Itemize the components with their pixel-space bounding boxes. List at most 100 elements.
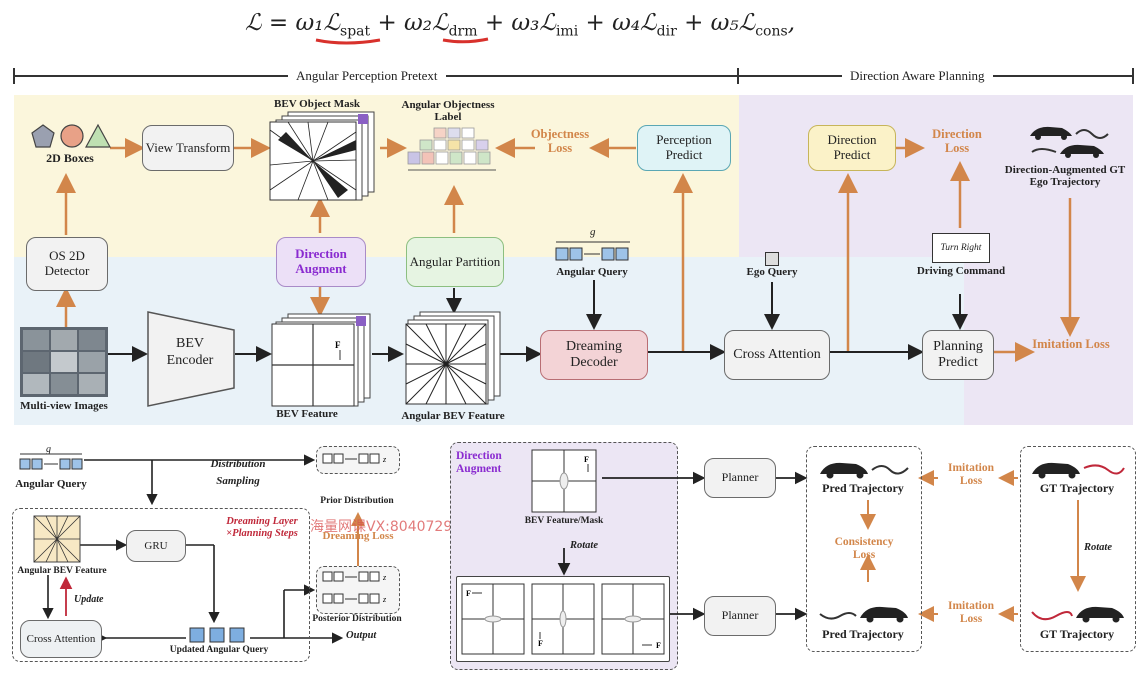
- br-rotate-label: Rotate: [570, 540, 598, 551]
- gt-trajectory-label-top: GT Trajectory: [1039, 481, 1115, 495]
- angular-objectness-grid: [407, 127, 496, 171]
- planning-predict-box: Planning Predict: [922, 330, 994, 380]
- eq-sub-drm: drm: [448, 23, 478, 40]
- svg-text:F: F: [466, 589, 471, 598]
- red-underline-marks: [315, 37, 489, 45]
- loss-equation: ℒ = ω₁ℒspat + ω₂ℒdrm + ω₃ℒimi + ω₄ℒdir +…: [245, 10, 795, 40]
- output-label: Output: [346, 630, 377, 641]
- eq-term-2: + ω₂ℒ: [370, 10, 449, 36]
- cross-attention-box: Cross Attention: [724, 330, 830, 380]
- eq-term-4: + ω₄ℒ: [578, 10, 657, 36]
- dreaming-layer-container: [12, 508, 310, 662]
- posterior-distribution-box: z z: [316, 566, 400, 614]
- prior-distribution-box: z: [316, 446, 400, 474]
- gt-ego-cars-icon: [1030, 126, 1109, 158]
- dreaming-decoder-box: Dreaming Decoder: [540, 330, 648, 380]
- angular-query-g: g: [590, 226, 596, 238]
- direction-predict-box: Direction Predict: [808, 125, 896, 171]
- gru-box: GRU: [126, 530, 186, 562]
- eq-term-5: + ω₅ℒ: [676, 10, 756, 36]
- posterior-distribution-icon: z z: [322, 571, 387, 604]
- label-2d-boxes: 2D Boxes: [46, 151, 94, 165]
- update-label: Update: [74, 594, 104, 605]
- view-transform-box: View Transform: [142, 125, 234, 171]
- perception-predict-box: Perception Predict: [637, 125, 731, 171]
- bl-angular-query-icon: [19, 453, 83, 470]
- section-label-planning: Direction Aware Planning: [842, 68, 993, 84]
- label-angular-objectness: Angular Objectness Label: [401, 99, 495, 124]
- bl-angular-query-label: Angular Query: [15, 478, 87, 490]
- pred-trajectory-car-top: [820, 462, 909, 479]
- section-label-perception: Angular Perception Pretext: [288, 68, 446, 84]
- planner-box-top: Planner: [704, 458, 776, 498]
- pred-trajectory-car-bottom: [819, 606, 908, 623]
- gt-trajectory-car-top: [1032, 462, 1125, 479]
- objectness-loss-label: Objectness Loss: [530, 127, 590, 155]
- bottom-left-arrows: [42, 454, 365, 644]
- svg-text:F: F: [538, 639, 543, 648]
- angular-query-label: Angular Query: [556, 266, 628, 278]
- os2d-detector-box: OS 2D Detector: [26, 237, 108, 291]
- dreaming-loss-label: Dreaming Loss: [322, 530, 394, 542]
- planner-box-bottom: Planner: [704, 596, 776, 636]
- eq-sub-spat: spat: [340, 23, 371, 40]
- gt-trajectory-panel: [1020, 446, 1136, 652]
- direction-augment-box: Direction Augment: [276, 237, 366, 287]
- bottom-right-arrows: [557, 470, 1086, 622]
- multi-view-images: [20, 327, 108, 397]
- distribution-sampling-label: Distribution Sampling: [210, 458, 266, 487]
- bl-angular-bev-icon: [33, 515, 81, 563]
- gt-ego-trajectory-label: Direction-Augmented GT Ego Trajectory: [1004, 164, 1126, 189]
- eq-sub-dir: dir: [656, 23, 677, 40]
- bev-feature-label: BEV Feature: [276, 408, 338, 420]
- angular-query-icon: [555, 241, 630, 261]
- turn-right-box: Turn Right: [932, 233, 990, 263]
- eq-sub-cons: cons: [755, 23, 788, 40]
- eq-sub-imi: imi: [555, 23, 579, 40]
- rotated-bev-tiles: F F F: [461, 583, 665, 655]
- svg-text:F: F: [335, 340, 341, 350]
- updated-angular-query-icon: [189, 627, 245, 643]
- svg-text:z: z: [382, 573, 387, 582]
- multi-view-images-label: Multi-view Images: [20, 400, 108, 412]
- angular-partition-box: Angular Partition: [406, 237, 504, 287]
- prior-distribution-icon: z: [322, 453, 387, 464]
- br-bev-feature-mask-icon: F: [531, 449, 597, 513]
- label-bev-object-mask: BEV Object Mask: [274, 98, 360, 110]
- eq-lhs: ℒ =: [245, 10, 296, 36]
- consistency-loss-label: Consistency Loss: [834, 536, 894, 561]
- ego-query-label: Ego Query: [746, 266, 798, 278]
- bev-object-mask-stack: [269, 111, 375, 201]
- gt-trajectory-car-bottom: [1031, 606, 1124, 623]
- driving-command-label: Driving Command: [916, 265, 1006, 277]
- prior-distribution-label: Prior Distribution: [320, 496, 394, 506]
- imitation-loss-label: Imitation Loss: [1032, 337, 1110, 351]
- top-diagram-arrows: [56, 138, 1080, 362]
- dreaming-layer-label: Dreaming Layer ×Planning Steps: [226, 516, 298, 539]
- angular-bev-feature-stack: [405, 311, 501, 405]
- imitation-loss-bottom: Imitation Loss: [948, 600, 994, 625]
- bl-cross-attention-box: Cross Attention: [20, 620, 102, 658]
- watermark-text: 海量网课VX:80407290: [310, 519, 462, 535]
- svg-text:z: z: [382, 455, 387, 464]
- pred-trajectory-panel: [806, 446, 922, 652]
- svg-text:F: F: [584, 455, 589, 464]
- br-bev-feature-mask-label: BEV Feature/Mask: [524, 516, 604, 526]
- direction-loss-label: Direction Loss: [932, 127, 982, 155]
- bl-angular-bev-label: Angular BEV Feature: [17, 566, 107, 576]
- eq-term-3: + ω₃ℒ: [477, 10, 556, 36]
- svg-text:z: z: [382, 595, 387, 604]
- shape-icons-2d: [31, 123, 112, 148]
- region-perception-top: [14, 95, 739, 257]
- bev-feature-stack: F: [271, 313, 371, 407]
- region-planning: [739, 95, 1133, 257]
- bev-encoder-label: BEV Encoder: [166, 336, 214, 368]
- eq-term-1: ω₁ℒ: [295, 10, 341, 36]
- pred-trajectory-label-bottom: Pred Trajectory: [822, 627, 904, 641]
- br-rotate2-label: Rotate: [1084, 542, 1112, 553]
- angular-bev-feature-label: Angular BEV Feature: [401, 410, 505, 422]
- pred-trajectory-label-top: Pred Trajectory: [822, 481, 904, 495]
- ego-query-icon: [765, 252, 779, 266]
- svg-text:F: F: [656, 641, 661, 650]
- bev-encoder-trapezoid: [147, 311, 235, 407]
